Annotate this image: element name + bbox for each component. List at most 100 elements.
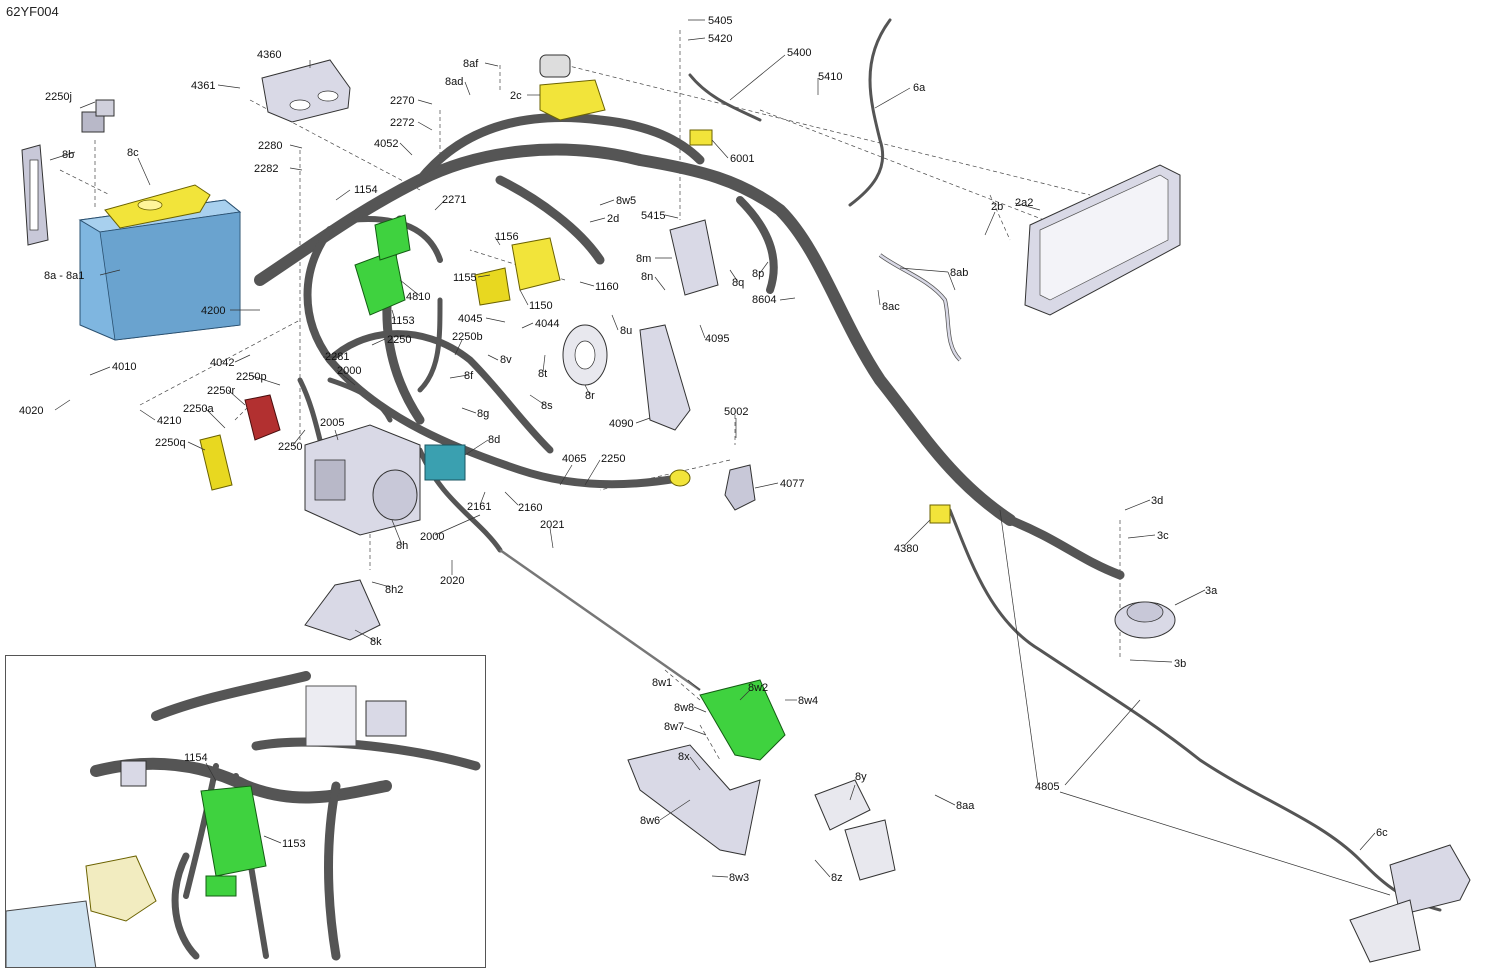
label-6001: 6001 xyxy=(730,153,754,165)
inset-label-1154: 1154 xyxy=(184,752,208,764)
label-2250b: 2250b xyxy=(452,331,483,343)
inset-connector-a xyxy=(365,700,407,737)
bracket-8w6 xyxy=(627,744,761,856)
bracket-4360 xyxy=(261,59,351,123)
label-5002: 5002 xyxy=(724,406,748,418)
bracket-4090 xyxy=(639,324,691,431)
display-2a2 xyxy=(1024,164,1181,316)
bracket-4077 xyxy=(724,464,756,511)
label-8w7: 8w7 xyxy=(664,721,684,733)
label-4010: 4010 xyxy=(112,361,136,373)
inset-yellow-relay xyxy=(85,855,157,922)
label-2270: 2270 xyxy=(390,95,414,107)
bracket-8ab xyxy=(878,253,962,362)
label-2021: 2021 xyxy=(540,519,564,531)
horn-8r xyxy=(562,324,608,386)
label-8w2: 8w2 xyxy=(748,682,768,694)
label-8ac: 8ac xyxy=(882,301,900,313)
label-2281: 2281 xyxy=(325,351,349,363)
label-8604: 8604 xyxy=(752,294,776,306)
main-harness xyxy=(254,113,1125,580)
actuator-8w2 xyxy=(699,679,786,761)
label-4020: 4020 xyxy=(19,405,43,417)
inset-green-connector xyxy=(205,875,237,897)
battery-8a xyxy=(78,184,242,341)
label-2160: 2160 xyxy=(518,502,542,514)
label-2280: 2280 xyxy=(258,140,282,152)
inset-bracket xyxy=(305,685,357,747)
label-2b: 2b xyxy=(991,201,1003,213)
inset-connector-b xyxy=(120,760,147,787)
relay-1150 xyxy=(474,237,561,306)
label-4810: 4810 xyxy=(406,291,430,303)
diagram-id: 62YF004 xyxy=(6,4,59,19)
yellow-harness xyxy=(297,18,892,489)
label-6c: 6c xyxy=(1376,827,1388,839)
label-3c: 3c xyxy=(1157,530,1169,542)
label-3b: 3b xyxy=(1174,658,1186,670)
label-2250p: 2250p xyxy=(236,371,267,383)
label-1154: 1154 xyxy=(354,184,378,196)
label-2161: 2161 xyxy=(467,501,491,513)
label-8b: 8b xyxy=(62,149,74,161)
label-4095: 4095 xyxy=(705,333,729,345)
label-4065: 4065 xyxy=(562,453,586,465)
inset-detail-view: 1154 1153 xyxy=(5,655,486,968)
label-8y: 8y xyxy=(855,771,867,783)
label-2a2: 2a2 xyxy=(1015,197,1033,209)
label-8w3: 8w3 xyxy=(729,872,749,884)
label-8u: 8u xyxy=(620,325,632,337)
label-8g: 8g xyxy=(477,408,489,420)
label-4044: 4044 xyxy=(535,318,559,330)
label-8s: 8s xyxy=(541,400,553,412)
label-2250j: 2250j xyxy=(45,91,72,103)
abs-unit-8h xyxy=(304,424,421,536)
label-2005: 2005 xyxy=(320,417,344,429)
label-8m: 8m xyxy=(636,253,651,265)
label-4361: 4361 xyxy=(191,80,215,92)
inset-label-1153: 1153 xyxy=(282,838,306,850)
label-8z: 8z xyxy=(831,872,843,884)
label-4042: 4042 xyxy=(210,357,234,369)
part-2250r xyxy=(244,394,281,441)
label-4045: 4045 xyxy=(458,313,482,325)
label-2d: 2d xyxy=(607,213,619,225)
label-8ad: 8ad xyxy=(445,76,463,88)
label-2250-top: 2250 xyxy=(387,334,411,346)
speaker-3a xyxy=(1114,601,1176,639)
label-4210: 4210 xyxy=(157,415,181,427)
green-harness xyxy=(327,297,1442,912)
label-8p: 8p xyxy=(752,268,764,280)
label-1153: 1153 xyxy=(391,315,415,327)
label-2271: 2271 xyxy=(442,194,466,206)
label-4380: 4380 xyxy=(894,543,918,555)
inset-harness xyxy=(90,671,481,961)
label-8af: 8af xyxy=(463,58,479,70)
label-2282: 2282 xyxy=(254,163,278,175)
label-8w6: 8w6 xyxy=(640,815,660,827)
label-8n: 8n xyxy=(641,271,653,283)
label-2250-right: 2250 xyxy=(601,453,625,465)
label-4805: 4805 xyxy=(1035,781,1059,793)
label-4090: 4090 xyxy=(609,418,633,430)
motor-8y xyxy=(814,779,896,881)
label-5410: 5410 xyxy=(818,71,842,83)
label-5420: 5420 xyxy=(708,33,732,45)
module-2c xyxy=(539,54,606,121)
label-3d: 3d xyxy=(1151,495,1163,507)
label-2250r: 2250r xyxy=(207,385,235,397)
label-8c: 8c xyxy=(127,147,139,159)
label-8v: 8v xyxy=(500,354,512,366)
label-2c: 2c xyxy=(510,90,522,102)
bracket-8k xyxy=(304,579,381,641)
connector-4380 xyxy=(929,504,951,524)
label-5415: 5415 xyxy=(641,210,665,222)
label-8q: 8q xyxy=(732,277,744,289)
label-1160: 1160 xyxy=(595,281,619,293)
label-8f: 8f xyxy=(464,370,474,382)
label-8h: 8h xyxy=(396,540,408,552)
label-2250-mid: 2250 xyxy=(278,441,302,453)
label-5405: 5405 xyxy=(708,15,732,27)
label-4360: 4360 xyxy=(257,49,281,61)
